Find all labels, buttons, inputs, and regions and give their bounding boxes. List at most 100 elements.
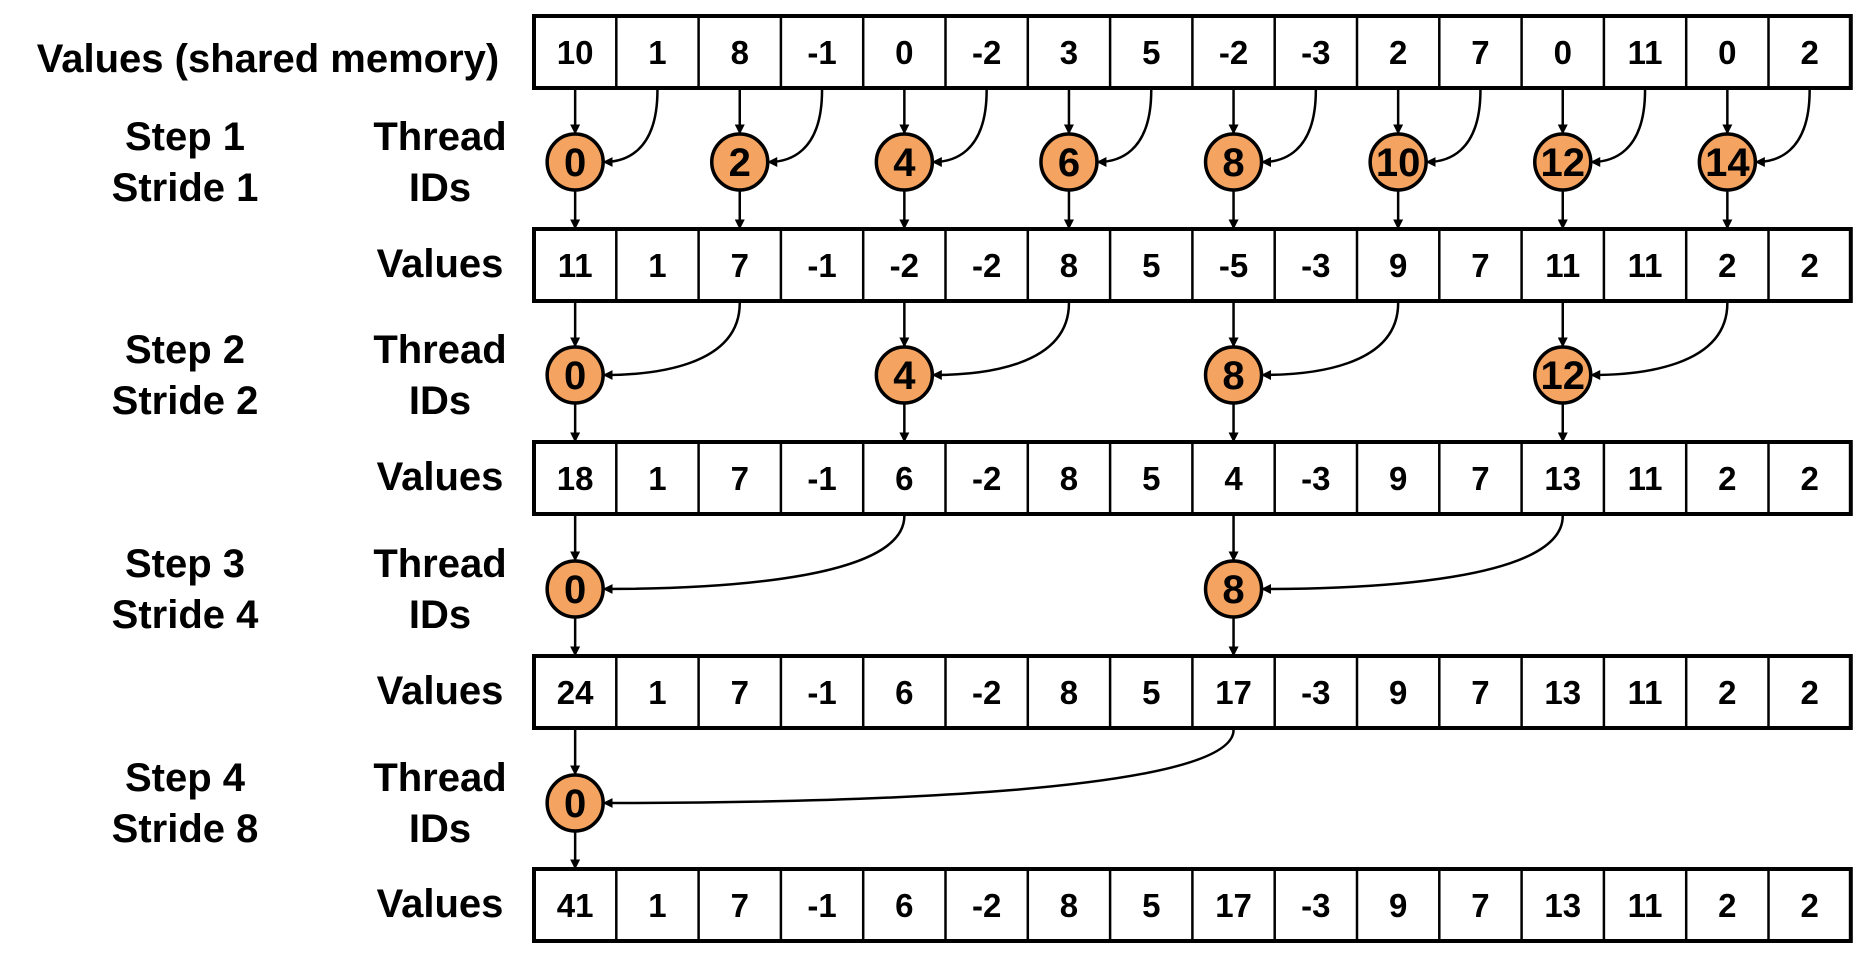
thread-id-label: 8 <box>1222 141 1244 185</box>
value-cell: -2 <box>972 887 1001 924</box>
values-label: Values <box>377 669 504 713</box>
value-cell: 1 <box>648 887 666 924</box>
value-cell: -1 <box>807 247 836 284</box>
thread-circle <box>1203 345 1264 405</box>
arrow-curved-in <box>1754 89 1811 167</box>
thread-node: 4 <box>874 132 935 192</box>
thread-circle <box>545 345 605 405</box>
value-cell: 7 <box>1471 674 1489 711</box>
value-cell: 1 <box>648 34 666 71</box>
stride-label: Stride 4 <box>112 593 259 637</box>
arrow-curved-in <box>1590 89 1647 167</box>
value-cell: -1 <box>807 460 836 497</box>
thread-node: 12 <box>1533 345 1593 405</box>
thread-label: Thread <box>373 115 506 159</box>
thread-id-label: 2 <box>729 141 751 185</box>
arrow-curved-in <box>1261 515 1564 594</box>
arrow-curved-in <box>1590 302 1729 380</box>
value-cell: 8 <box>1060 247 1078 284</box>
thread-label: Thread <box>373 756 506 800</box>
thread-circle <box>1203 559 1264 619</box>
arrow-curved-in <box>1096 89 1153 167</box>
thread-circle <box>545 559 605 619</box>
thread-circle <box>874 132 935 192</box>
value-cell: -3 <box>1301 887 1330 924</box>
value-cell: -2 <box>890 247 919 284</box>
value-cell: 17 <box>1215 674 1252 711</box>
arrow-curved-in <box>1425 89 1482 167</box>
value-cell: 0 <box>895 34 913 71</box>
value-cell: 18 <box>557 460 594 497</box>
value-cell: -3 <box>1301 674 1330 711</box>
value-cell: 2 <box>1718 887 1736 924</box>
value-cell: 6 <box>895 674 913 711</box>
thread-circle <box>1533 132 1593 192</box>
thread-node: 2 <box>710 132 770 192</box>
values-label: Values <box>377 882 504 926</box>
value-cell: 17 <box>1215 887 1252 924</box>
thread-id-label: 0 <box>564 782 586 826</box>
thread-id-label: 12 <box>1541 354 1586 398</box>
value-cell: 7 <box>731 674 749 711</box>
value-cell: 7 <box>1471 34 1489 71</box>
value-cell: 11 <box>1628 34 1663 71</box>
value-cell: 11 <box>1628 460 1663 497</box>
thread-node: 12 <box>1533 132 1593 192</box>
thread-id-label: 8 <box>1222 568 1244 612</box>
value-cell: -1 <box>807 887 836 924</box>
value-cell: 0 <box>1718 34 1736 71</box>
thread-node: 0 <box>545 345 605 405</box>
thread-node: 4 <box>874 345 935 405</box>
thread-id-label: 6 <box>1058 141 1080 185</box>
thread-circle <box>1368 132 1428 192</box>
ids-label: IDs <box>409 807 471 851</box>
value-cell: -2 <box>1219 34 1248 71</box>
ids-label: IDs <box>409 379 471 423</box>
thread-circle <box>710 132 770 192</box>
value-cell: 11 <box>1628 247 1663 284</box>
thread-id-label: 0 <box>564 568 586 612</box>
arrow-curved-in <box>1261 302 1400 380</box>
thread-node: 10 <box>1368 132 1428 192</box>
value-cell: 24 <box>557 674 594 711</box>
value-cell: 1 <box>648 460 666 497</box>
ids-label: IDs <box>409 166 471 210</box>
value-cell: 8 <box>1060 674 1078 711</box>
value-cell: 13 <box>1544 460 1581 497</box>
thread-id-label: 0 <box>564 354 586 398</box>
header-label: Values (shared memory) <box>37 37 499 81</box>
value-cell: 13 <box>1544 674 1581 711</box>
value-cell: 5 <box>1142 247 1160 284</box>
value-cell: 8 <box>1060 887 1078 924</box>
value-cell: 7 <box>731 887 749 924</box>
thread-circle <box>1203 132 1264 192</box>
value-cell: -2 <box>972 674 1001 711</box>
stride-label: Stride 2 <box>112 379 259 423</box>
step-label: Step 1 <box>125 115 245 159</box>
value-cell: 2 <box>1800 674 1818 711</box>
value-cell: 11 <box>1545 247 1580 284</box>
value-cell: 4 <box>1224 460 1243 497</box>
value-cell: 7 <box>1471 247 1489 284</box>
value-cell: 2 <box>1718 460 1736 497</box>
value-cell: 2 <box>1800 247 1818 284</box>
value-cell: -2 <box>972 34 1001 71</box>
value-cell: 7 <box>731 460 749 497</box>
value-cell: 6 <box>895 460 913 497</box>
value-cell: 11 <box>1628 887 1663 924</box>
value-cell: 8 <box>731 34 749 71</box>
value-cell: 2 <box>1800 460 1818 497</box>
thread-node: 8 <box>1203 132 1264 192</box>
thread-id-label: 4 <box>893 141 916 185</box>
arrow-curved-in <box>602 89 659 167</box>
value-cell: -2 <box>972 460 1001 497</box>
value-cell: 10 <box>557 34 594 71</box>
thread-circle <box>545 773 605 833</box>
